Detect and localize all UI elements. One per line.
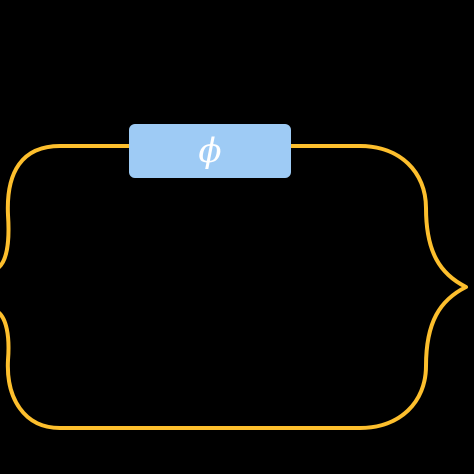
phase-label: ϕ (198, 131, 222, 171)
waveguide-loop (0, 144, 468, 430)
phase-shifter-box: ϕ (129, 124, 291, 178)
